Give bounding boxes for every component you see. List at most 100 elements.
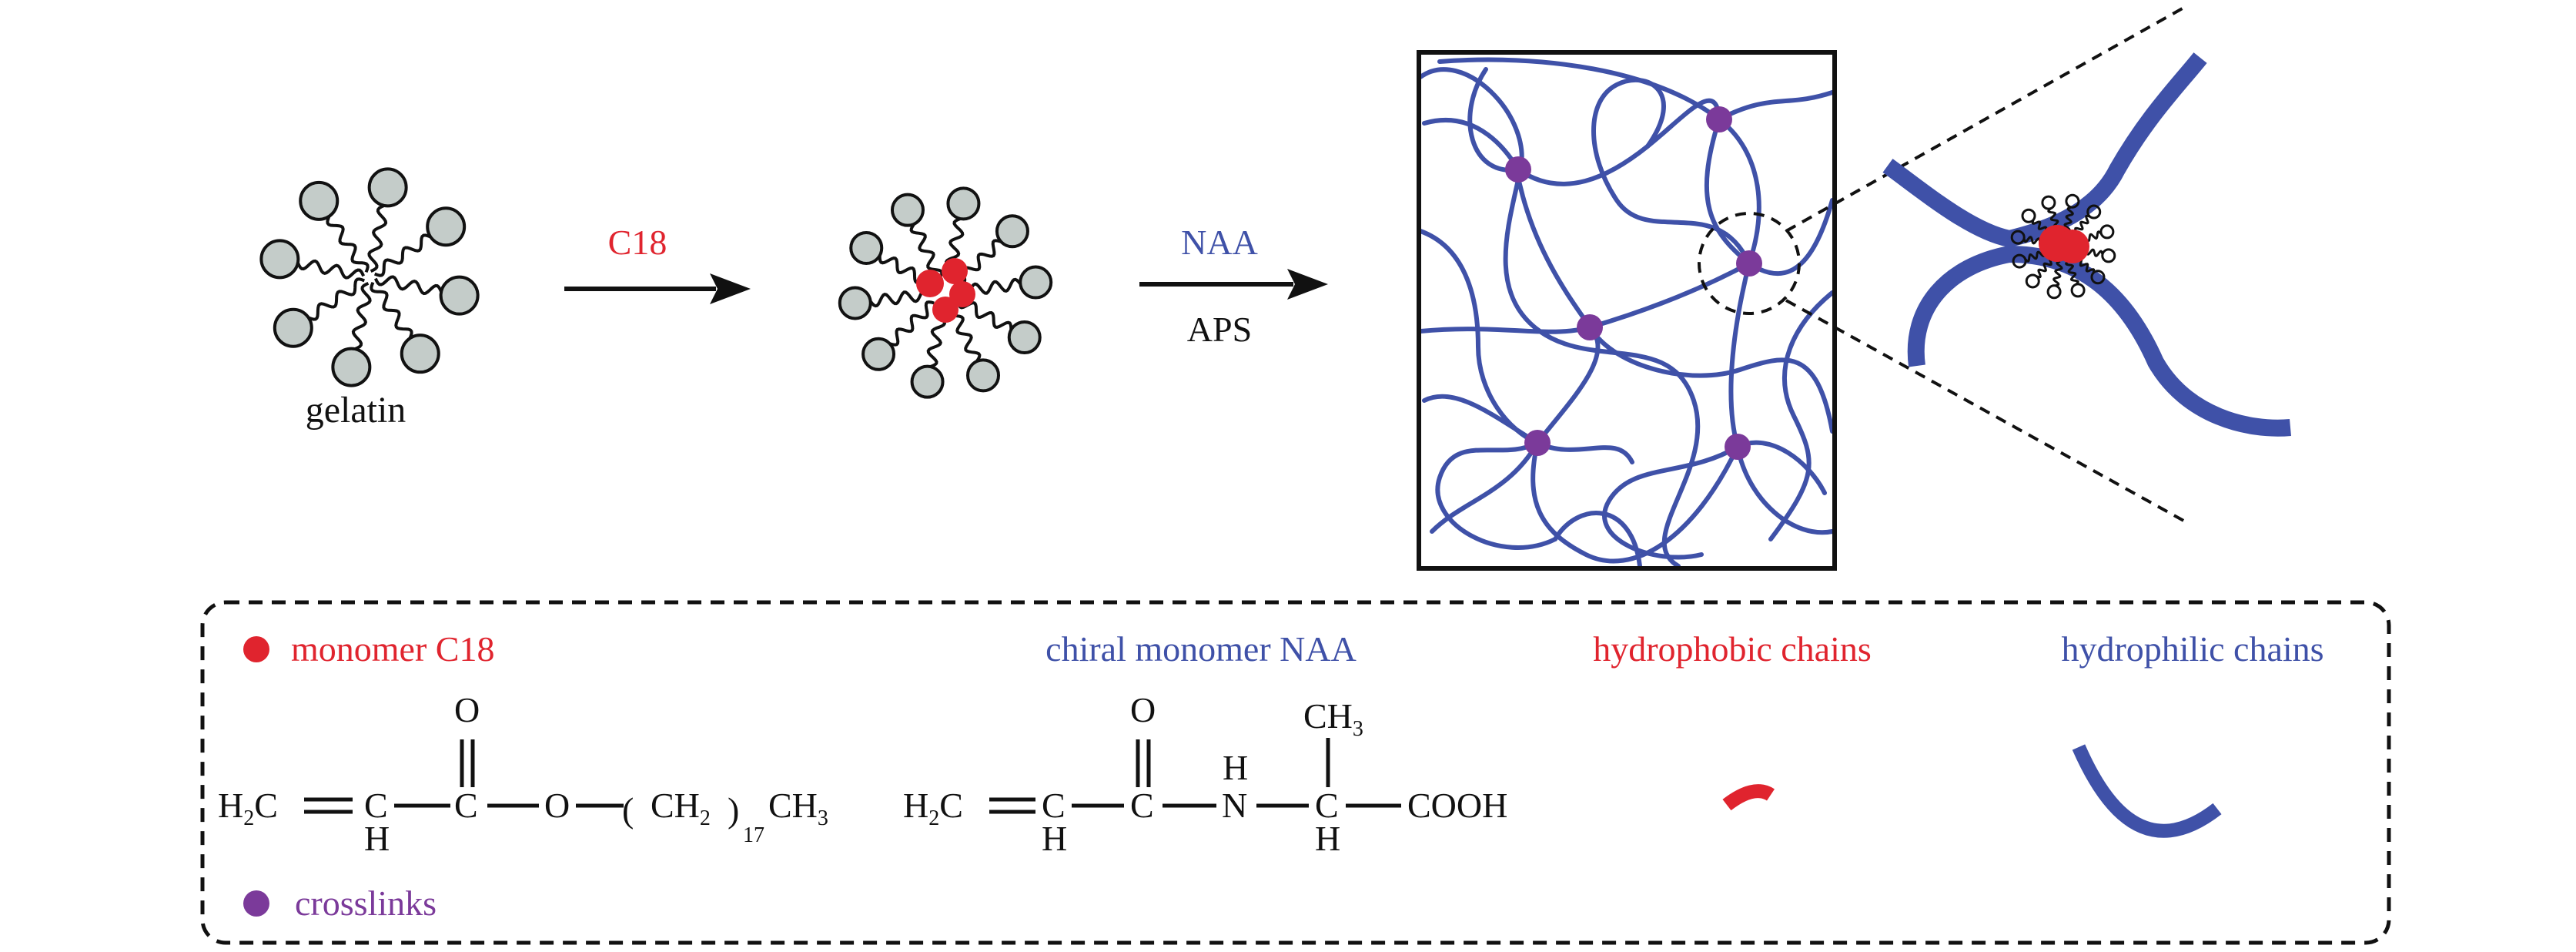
naa-methyl: CH3 [1303,696,1363,741]
zoomed-crosslink [1882,52,2291,437]
c18-monomer [932,297,958,323]
gelatin-chain [326,216,370,273]
arrow-c18-label: C18 [608,223,667,262]
naa-nitrogen: N [1222,786,1247,825]
gelatin-bead [400,334,440,374]
gelatin-bead [2041,195,2056,210]
c18-ch2-repeat: CH2 [651,786,711,830]
c18-h2c-group: H2C [218,786,278,830]
gelatin-bead [861,337,896,371]
gelatin-bead [1019,265,1053,300]
legend-crosslinks: crosslinks [295,883,437,923]
arrow-naa [1139,269,1328,300]
crosslink-node [1725,434,1751,460]
network-box-border [1417,50,1837,571]
gelatin-bead [2099,224,2115,240]
naa-carbonyl-oxygen: O [1130,690,1156,729]
monomer-c18-icon [243,636,269,662]
zoom-line-bottom [1785,299,2187,524]
crosslink-node [1577,314,1603,340]
gelatin-c18-micelle [838,186,1053,399]
hydrophobic-chain-icon [1722,784,1775,811]
gelatin-bead [2101,248,2116,263]
gelatin-bead [426,206,467,247]
legend-box [200,600,2391,945]
gelatin-bead [367,167,408,208]
naa-alpha-hydrogen: H [1315,819,1340,858]
gelatin-bead [2012,253,2027,269]
gelatin-chain [367,204,388,273]
c18-repeat-count: 17 [743,823,764,847]
arrow-aps-label: APS [1187,310,1252,349]
legend-chiral-naa: chiral monomer NAA [1045,629,1357,669]
gelatin-bead [890,193,925,227]
gelatin-chain [2065,260,2079,286]
naa-nh-hydrogen: H [1223,748,1248,787]
c18-carbonyl-oxygen: O [454,690,480,729]
crosslink-node [1706,106,1732,132]
gelatin-chain [370,281,413,339]
gelatin-chain [2063,206,2074,233]
legend-monomer-c18: monomer C18 [291,629,494,669]
gelatin-bead [2046,284,2062,300]
naa-carboxyl: COOH [1407,786,1507,825]
gelatin-chain [373,233,431,277]
naa-carbonyl-carbon: C [1130,786,1154,825]
gelatin-bead [995,214,1029,249]
c18-carbonyl-carbon: C [454,786,478,825]
gelatin-bead [849,230,884,265]
c18-ester-oxygen: O [544,786,570,825]
naa-structural-formula: H2C C H C O H N C H CH3 COOH [903,690,1507,858]
gelatin-bead [259,239,300,280]
gelatin-chain [909,223,944,280]
hydrophilic-chain-icon [2072,744,2222,838]
gelatin-chain [308,277,366,321]
gelatin-bead [331,347,372,387]
c18-ch-carbon: C [364,786,388,825]
gelatin-chain [2052,260,2063,287]
naa-h-below: H [1042,819,1067,858]
gelatin-chain [351,281,372,350]
c18-monomer [942,258,968,284]
gelatin-label: gelatin [306,390,406,431]
c18-ch3-end: CH3 [768,786,828,830]
gelatin-bead [2070,283,2086,298]
gelatin-bead [946,186,981,221]
crosslink-nodes [1505,106,1762,460]
gelatin-chain [869,288,932,308]
c18-monomer [916,270,944,297]
polymer-chains [1419,57,1835,568]
gelatin-bead [2010,230,2026,245]
zoom-circle [1698,212,1801,315]
legend-hydrophilic: hydrophilic chains [2061,629,2323,669]
gelatin-bead [273,307,313,348]
gelatin-bead [2090,270,2106,285]
arrow-c18 [564,273,751,304]
gelatin-chain [373,275,443,296]
arrow-naa-label: NAA [1181,223,1258,262]
c18-monomer [949,281,975,307]
gelatin-bead [2021,208,2036,223]
gelatin-bead [439,275,480,316]
zoom-line-top [1785,5,2187,233]
gelatin-bead [2025,273,2040,289]
hydrogel-network [1417,50,1837,571]
c18-monomer [2056,230,2089,263]
gelatin-bead [838,286,872,320]
crosslink-icon [243,890,269,917]
crosslink-node [1736,250,1762,277]
naa-alpha-carbon: C [1315,786,1339,825]
naa-ch-carbon: C [1042,786,1066,825]
gelatin-bead [299,180,340,221]
crosslink-node [1524,430,1551,456]
gelatin-chain [2036,256,2054,279]
naa-h2c-group: H2C [903,786,963,830]
gelatin-bead [910,364,945,399]
crosslink-node [1505,156,1531,183]
gelatin-bead [966,358,1001,393]
zoom-micelle [2010,193,2116,300]
gelatin-bead [2065,193,2080,209]
gelatin-bead [1007,320,1042,355]
c18-h-below: H [364,819,390,858]
